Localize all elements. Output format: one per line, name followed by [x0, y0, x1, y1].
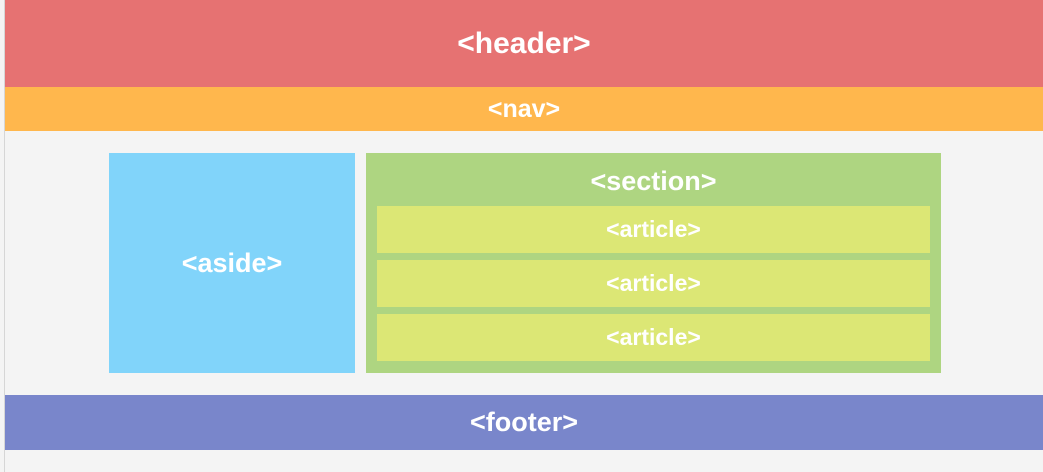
aside-block: <aside> [109, 153, 355, 373]
header-block: <header> [5, 0, 1043, 87]
footer-block: <footer> [5, 395, 1043, 450]
aside-label: <aside> [181, 247, 283, 278]
article-label: <article> [606, 324, 701, 350]
page-edge-divider [0, 0, 5, 472]
section-label: <section> [590, 166, 717, 196]
footer-label: <footer> [469, 407, 579, 437]
article-block: <article> [377, 314, 930, 361]
header-label: <header> [457, 26, 591, 60]
article-label: <article> [606, 270, 701, 296]
article-label: <article> [606, 216, 701, 242]
article-block: <article> [377, 260, 930, 307]
nav-block: <nav> [5, 87, 1043, 131]
section-block: <section> <article> <article> <article> [366, 153, 941, 373]
nav-label: <nav> [487, 94, 561, 123]
article-block: <article> [377, 206, 930, 253]
